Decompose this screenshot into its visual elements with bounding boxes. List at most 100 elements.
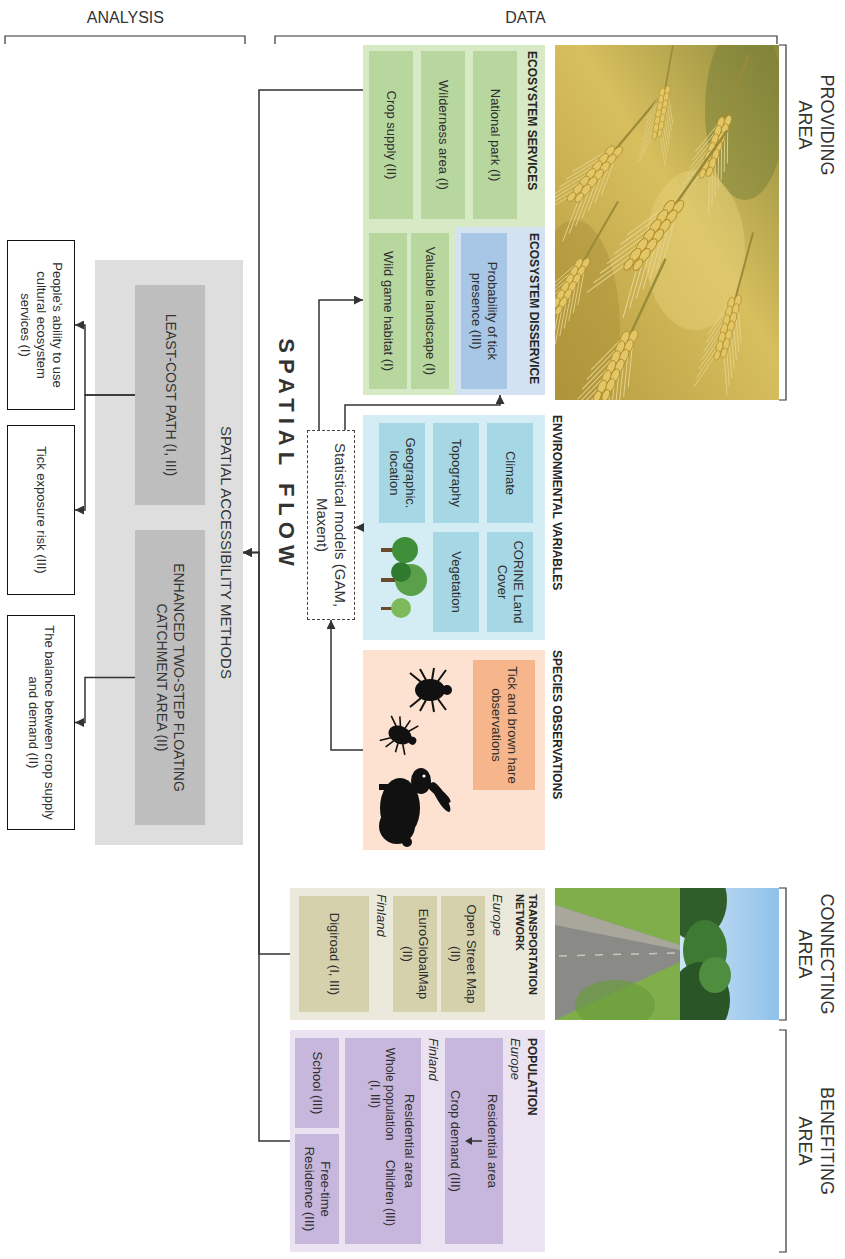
box-text: Wild game habitat (I) bbox=[380, 251, 396, 371]
flow-arrow bbox=[243, 553, 290, 1142]
flow-arrow bbox=[75, 325, 135, 395]
drawing bbox=[391, 562, 411, 582]
drawing bbox=[391, 598, 411, 618]
drawing bbox=[402, 837, 412, 847]
box-text: Statistical models (GAM, Maxent) bbox=[313, 437, 350, 613]
bracket bbox=[5, 36, 786, 1252]
method-panel: SPATIAL ACCESSIBILITY METHODS LEAST-COST … bbox=[95, 260, 243, 845]
population-box: School (III) bbox=[295, 1038, 339, 1128]
box-text: Climate bbox=[502, 451, 518, 495]
label-holder: PROVIDING AREA bbox=[794, 60, 837, 190]
box-text: Children (III) bbox=[382, 1148, 397, 1238]
population-box: Residential areaWhole population (I, III… bbox=[345, 1038, 421, 1244]
drawing bbox=[779, 1030, 786, 1252]
text-holder: Europe bbox=[489, 894, 505, 1014]
drawing bbox=[555, 953, 675, 956]
flow-arrow bbox=[319, 300, 363, 430]
text-holder: Climate bbox=[502, 451, 518, 495]
box-text: Tick exposure risk (III) bbox=[33, 446, 49, 573]
drawing bbox=[379, 784, 397, 790]
area-label: BENEFITING AREA bbox=[794, 1076, 837, 1206]
box-text: CORINE Land Cover bbox=[494, 538, 526, 626]
text-holder: National park (I) bbox=[487, 89, 503, 181]
box-text: Crop demand (III) bbox=[447, 1038, 463, 1244]
drawing bbox=[465, 1137, 472, 1145]
service-box: Wild game habitat (I) bbox=[369, 233, 407, 389]
variable-box: Geographic. location bbox=[379, 423, 425, 523]
box-text: Europe bbox=[489, 894, 505, 1014]
method-box: LEAST-COST PATH (I, III) bbox=[135, 285, 205, 505]
text-holder: Wilderness area (I) bbox=[435, 80, 451, 190]
box-heading: SPECIES OBSERVATIONS bbox=[549, 650, 564, 850]
tick-icon bbox=[378, 712, 423, 758]
service-box: Wilderness area (I) bbox=[421, 51, 465, 219]
disservice-panel: ECOSYSTEM DISSERVICE Probability of tick … bbox=[455, 227, 545, 395]
flow-arrow bbox=[75, 395, 135, 510]
text-holder: ECOSYSTEM DISSERVICE bbox=[526, 233, 541, 389]
transport-box: Digiroad (I, III) bbox=[299, 896, 369, 1012]
flow-arrow bbox=[243, 90, 363, 553]
label-holder: SPATIAL FLOW bbox=[273, 290, 299, 620]
section-label: ANALYSIS bbox=[65, 8, 185, 27]
species-box: Tick and brown hare observations bbox=[473, 660, 535, 790]
box-text: Wilderness area (I) bbox=[435, 80, 451, 190]
drawing bbox=[639, 45, 689, 166]
text-holder: Finland bbox=[373, 894, 389, 1014]
text-holder: The balance between crop supply and dema… bbox=[25, 622, 57, 823]
drawing bbox=[694, 228, 769, 395]
transport-box: EuroGlobalMap (II) bbox=[393, 896, 437, 1012]
drawing bbox=[575, 980, 655, 1020]
flow-arrow bbox=[355, 527, 363, 529]
result-box: The balance between crop supply and dema… bbox=[7, 615, 75, 830]
box-heading: SPATIAL ACCESSIBILITY METHODS bbox=[217, 260, 235, 845]
box-text: Crop supply (II) bbox=[383, 91, 399, 180]
text-holder: Open Street Map (II) bbox=[447, 902, 479, 1006]
box-text: Free-time Residence (III) bbox=[301, 1140, 333, 1238]
label-holder: ANALYSIS bbox=[65, 8, 185, 27]
text-holder: People’s ability to use cultural ecosyst… bbox=[17, 247, 65, 403]
area-label: CONNECTING AREA bbox=[794, 889, 837, 1019]
transport-box: Open Street Map (II) bbox=[441, 896, 485, 1012]
service-box: Valuable landscape (I) bbox=[411, 233, 449, 389]
text-holder: Crop supply (II) bbox=[383, 91, 399, 180]
vegetation-icon bbox=[381, 537, 427, 618]
flow-arrow bbox=[75, 678, 135, 723]
box-text: Open Street Map (II) bbox=[447, 902, 479, 1006]
text-holder: ECOSYSTEM SERVICES bbox=[524, 51, 539, 221]
box-text: Finland bbox=[425, 1038, 441, 1238]
box-text: EuroGlobalMap (II) bbox=[399, 902, 431, 1006]
text-holder: ENVIRONMENTAL VARIABLES bbox=[549, 415, 564, 640]
drawing bbox=[422, 774, 425, 777]
text-holder: Residential area bbox=[401, 1038, 417, 1244]
drawing bbox=[779, 45, 786, 400]
box-text: Whole population (I, III) bbox=[368, 1044, 397, 1144]
box-text: Valuable landscape (I) bbox=[422, 247, 438, 375]
box-text: ENHANCED TWO-STEP FLOATING CATCHMENT ARE… bbox=[153, 536, 187, 819]
text-holder: TRANSPORTATION NETWORK bbox=[512, 894, 539, 1014]
label-holder: CONNECTING AREA bbox=[794, 889, 837, 1019]
disservice-box: Probability of tick presence (III) bbox=[461, 233, 507, 389]
box-text: Finland bbox=[373, 894, 389, 1014]
box-heading: Residential area bbox=[401, 1038, 417, 1244]
text-holder: EuroGlobalMap (II) bbox=[399, 902, 431, 1006]
text-holder: SPECIES OBSERVATIONS bbox=[549, 650, 564, 850]
text-holder: Tick exposure risk (III) bbox=[33, 446, 49, 573]
box-text: People’s ability to use cultural ecosyst… bbox=[17, 247, 65, 403]
text-holder: Whole population (I, III) bbox=[368, 1044, 397, 1144]
drawing bbox=[423, 779, 453, 806]
text-holder: School (III) bbox=[309, 1052, 325, 1115]
text-holder: ENHANCED TWO-STEP FLOATING CATCHMENT ARE… bbox=[153, 536, 187, 819]
drawing bbox=[705, 45, 779, 200]
box-heading: Residential area bbox=[484, 1038, 500, 1244]
box-text: Probability of tick presence (III) bbox=[468, 239, 500, 383]
method-box: ENHANCED TWO-STEP FLOATING CATCHMENT ARE… bbox=[135, 530, 205, 825]
flow-arrow bbox=[345, 395, 500, 430]
box-text: Vegetation bbox=[448, 551, 464, 612]
area-label: PROVIDING AREA bbox=[794, 60, 837, 190]
text-holder: POPULATION bbox=[524, 1038, 539, 1238]
text-holder: Finland bbox=[425, 1038, 441, 1238]
drawing bbox=[407, 735, 418, 746]
